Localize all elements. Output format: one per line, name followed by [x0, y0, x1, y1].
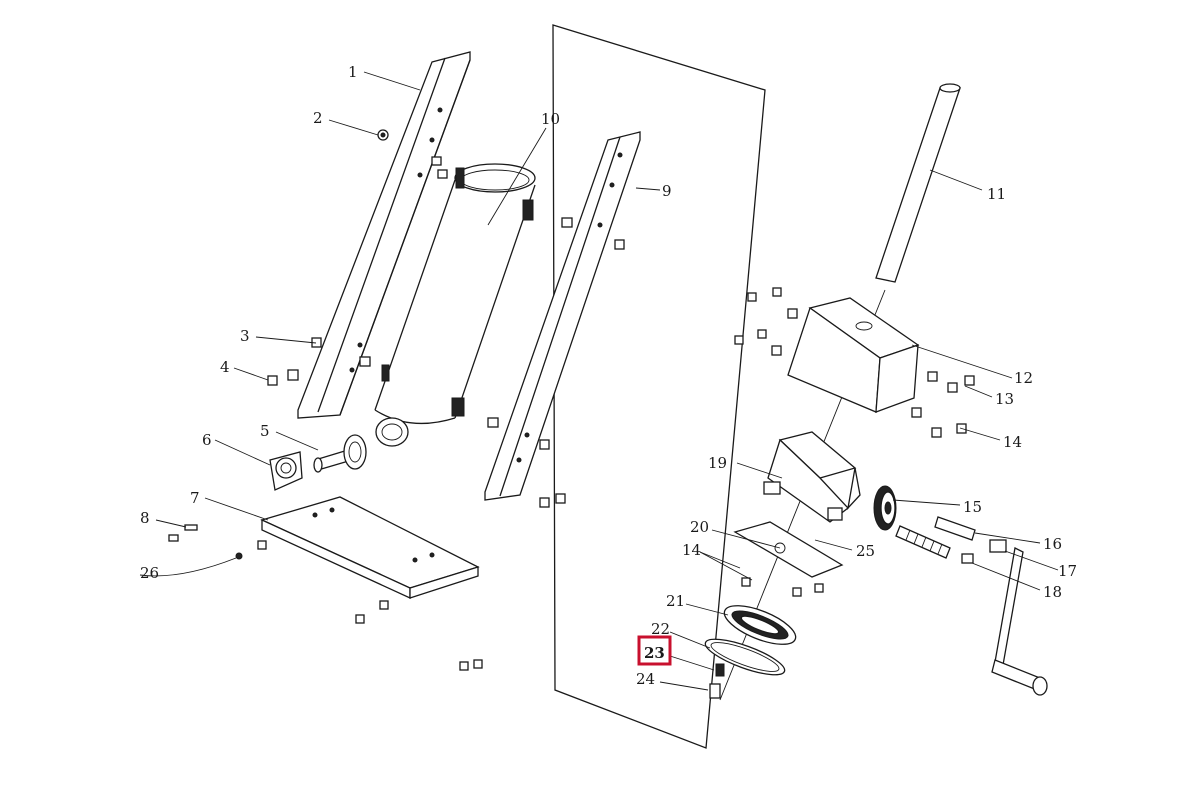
part-9-right-frame: [484, 131, 641, 508]
label-19: 19: [708, 454, 727, 472]
label-20: 20: [690, 518, 709, 536]
loose-feet: [355, 600, 483, 671]
label-23: 23: [644, 644, 665, 662]
part-10-cylinder: [374, 163, 536, 425]
part-26-pin: [235, 552, 243, 560]
highlight-box: [637, 635, 672, 666]
part-2-bolt: [377, 129, 389, 141]
label-9: 9: [662, 182, 672, 200]
label-6: 6: [202, 431, 212, 449]
assembly-boundary: [552, 24, 766, 749]
part-12-gearbox-housing: [787, 297, 920, 413]
label-12: 12: [1014, 369, 1033, 387]
part-15-gear: [873, 485, 897, 531]
label-16: 16: [1043, 535, 1062, 553]
part-16-pin: [934, 516, 976, 541]
label-1: 1: [348, 63, 358, 81]
part-13-screws: [734, 287, 975, 438]
label-14-left: 14: [682, 541, 701, 559]
label-7: 7: [190, 489, 200, 507]
callout-labels: 1 2 10 9 11 3 4 5 6 7 8 26 12 13 14 19 1…: [140, 63, 1077, 688]
label-25: 25: [856, 542, 875, 560]
label-22: 22: [651, 620, 670, 638]
part-6-nozzle-plate: [269, 451, 303, 491]
label-5: 5: [260, 422, 270, 440]
label-3: 3: [240, 327, 250, 345]
part-7-base-plate: [257, 496, 480, 600]
label-8: 8: [140, 509, 150, 527]
label-26: 26: [140, 564, 159, 582]
leader-lines: [139, 71, 1059, 691]
label-18: 18: [1043, 583, 1062, 601]
label-17: 17: [1058, 562, 1077, 580]
label-14-right: 14: [1003, 433, 1022, 451]
part-17-bushing: [989, 539, 1007, 553]
label-24: 24: [636, 670, 655, 688]
part-8-screws: [168, 524, 198, 542]
crank-handle: [991, 547, 1048, 696]
frame-nuts: [311, 156, 448, 367]
label-4: 4: [220, 358, 230, 376]
label-13: 13: [995, 390, 1014, 408]
part-23-screw: [715, 663, 725, 677]
label-11: 11: [987, 185, 1006, 203]
part-5-piston: [313, 417, 409, 473]
label-10: 10: [541, 110, 560, 128]
part-19-carrier: [763, 431, 861, 523]
part-4-fasteners: [267, 369, 299, 386]
label-2: 2: [313, 109, 323, 127]
part-21-wheel: [723, 605, 797, 645]
label-21: 21: [666, 592, 685, 610]
part-24-pin: [709, 683, 721, 699]
label-15: 15: [963, 498, 982, 516]
part-1-left-frame: [297, 51, 471, 419]
part-18-worm-shaft: [895, 525, 974, 564]
part-20-plate: [733, 521, 844, 597]
part-22-ring: [704, 638, 786, 676]
